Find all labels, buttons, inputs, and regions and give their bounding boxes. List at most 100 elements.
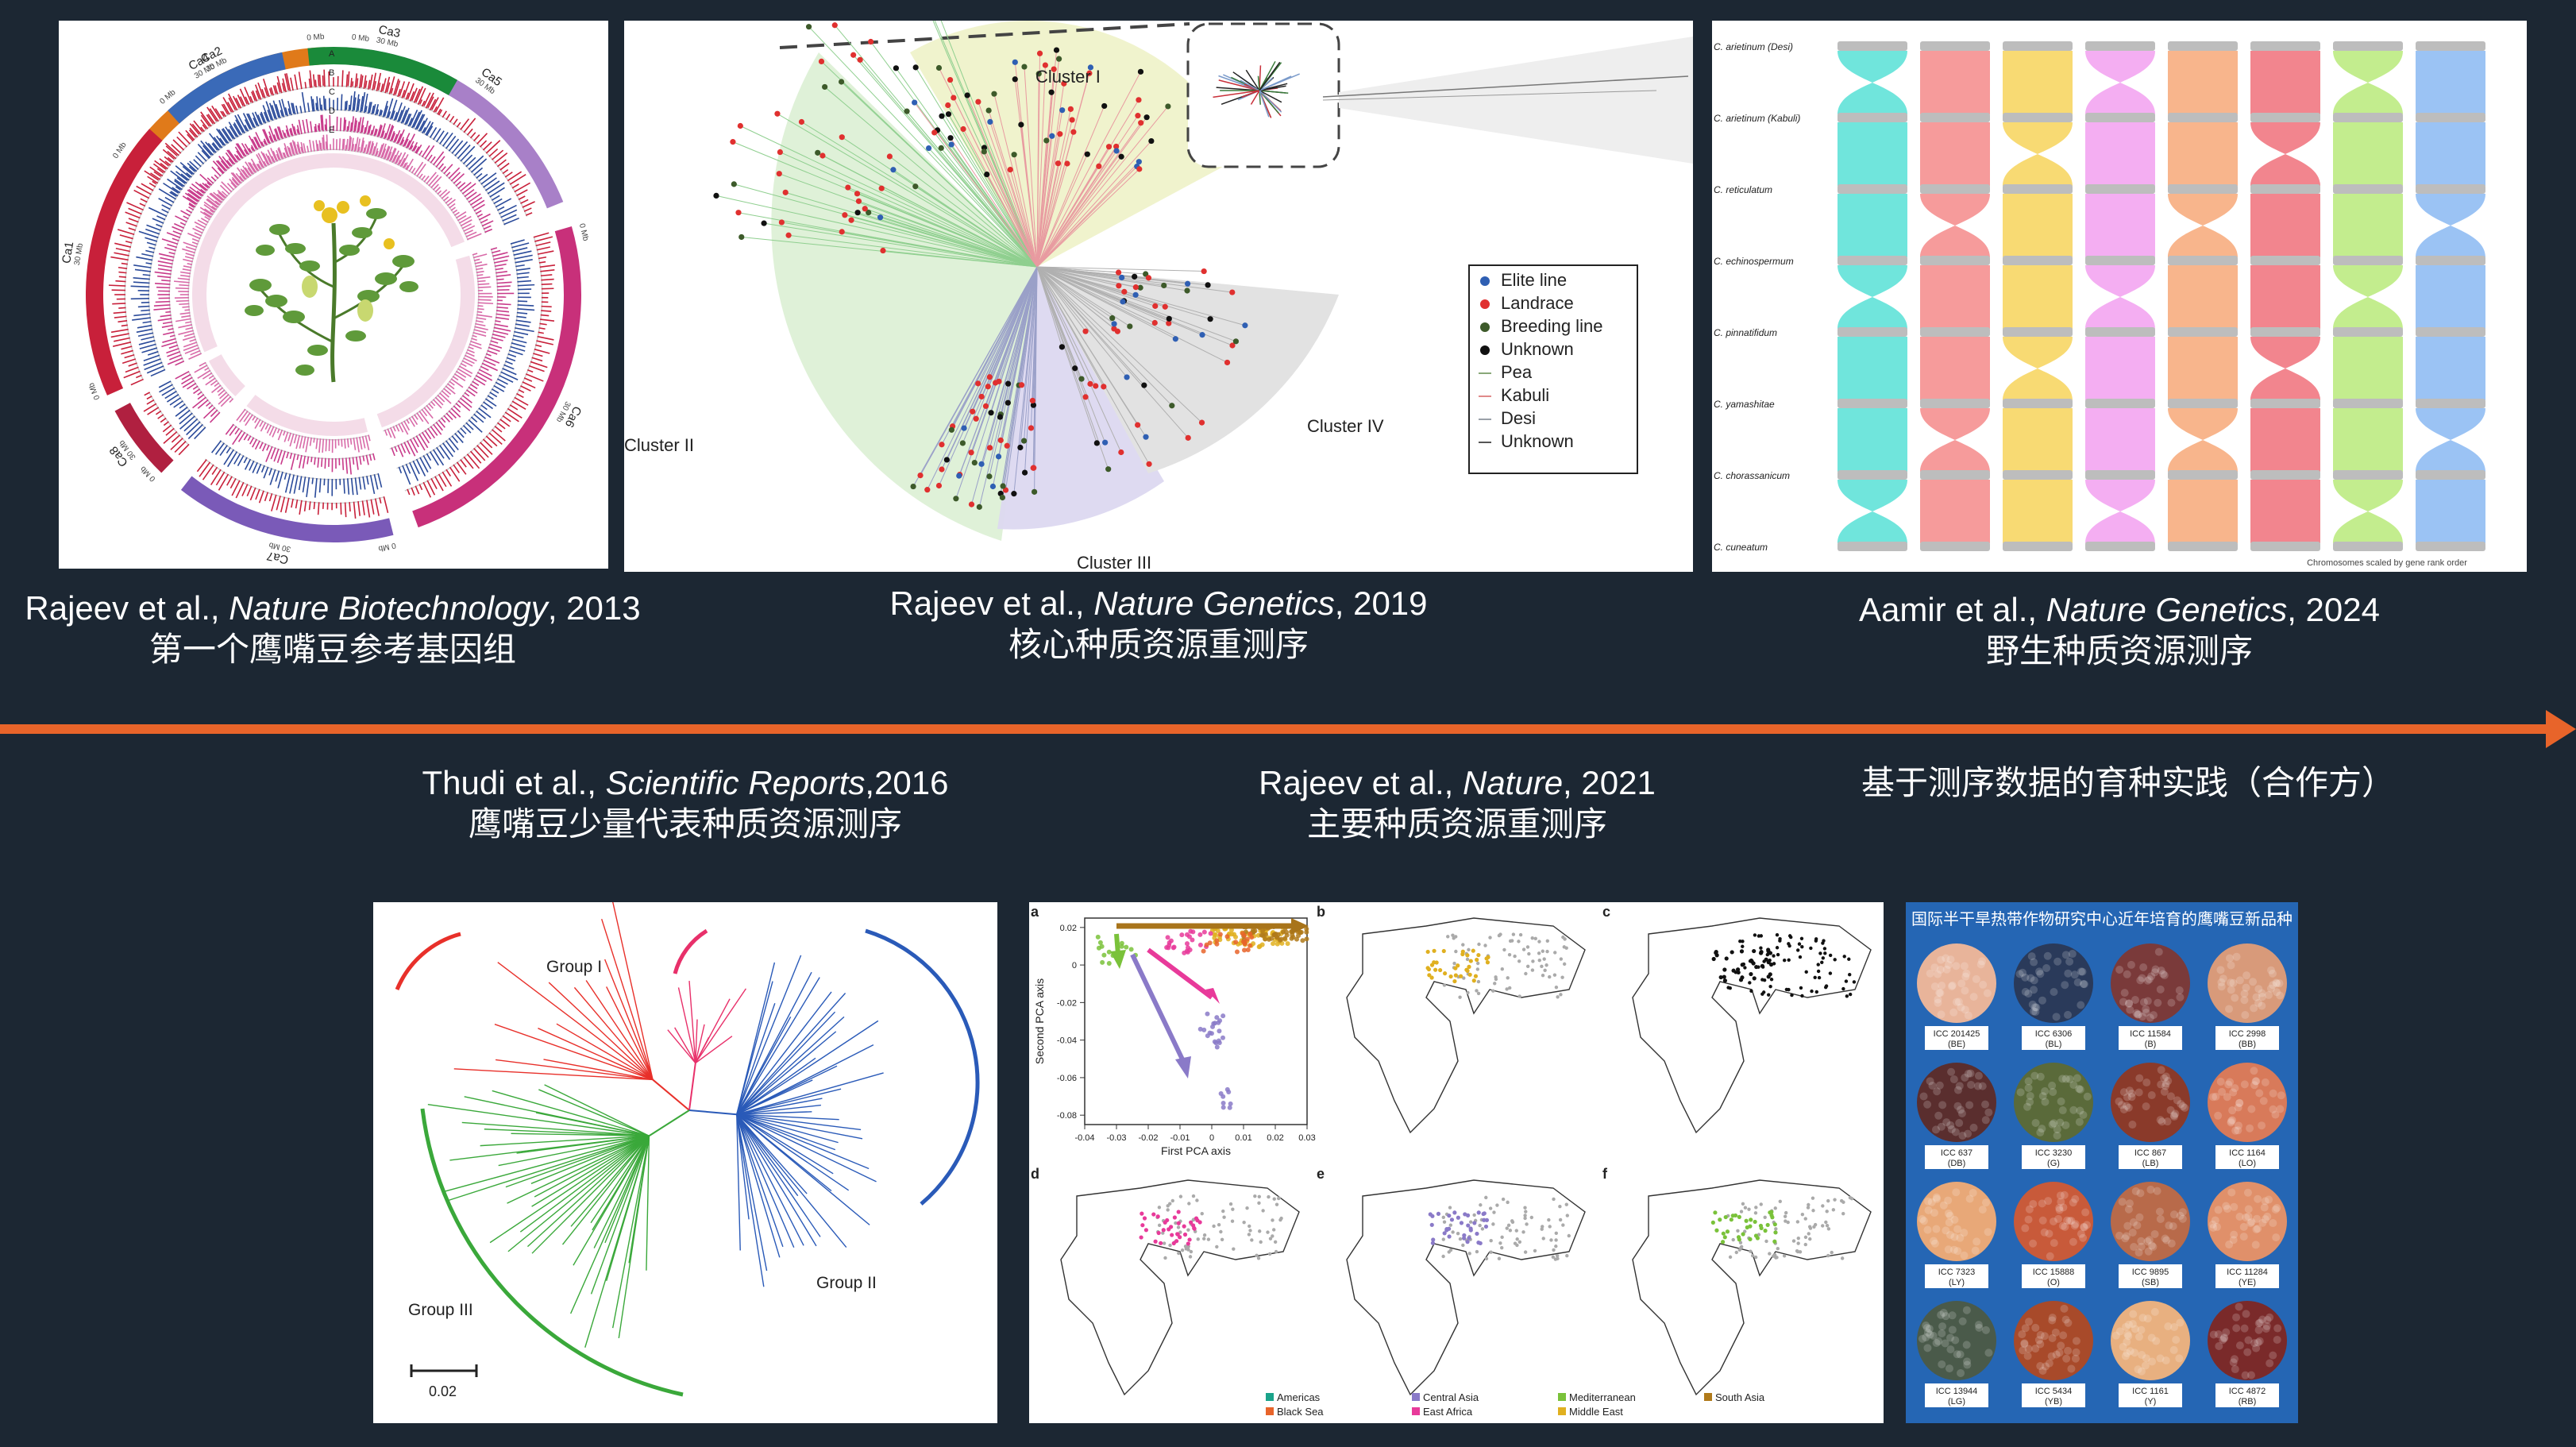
chromosome-bar [1920, 41, 1990, 51]
track-label: C [329, 87, 335, 97]
seed-pile-icon [2111, 1301, 2190, 1380]
tree-tip-dot [1119, 274, 1125, 281]
pca-point [1167, 943, 1172, 948]
map-point [1190, 1223, 1196, 1228]
chromosome-bar [2168, 41, 2238, 51]
map-point [1430, 1241, 1436, 1245]
tree-tip-dot [1143, 114, 1150, 121]
legend-label: East Africa [1423, 1406, 1473, 1418]
map-point [1425, 966, 1430, 970]
synteny-block [2085, 265, 2155, 329]
chromosome-bar [2085, 399, 2155, 408]
synteny-block [2168, 51, 2238, 114]
map-point [1456, 1215, 1460, 1220]
pca-point [1171, 944, 1177, 950]
tree-tip-dot [1005, 380, 1012, 387]
tree-tip-dot [989, 483, 997, 490]
map-point [1714, 951, 1718, 955]
chromosome-bar [2416, 184, 2485, 194]
map-point [1429, 975, 1434, 980]
tree-tip-dot [1057, 131, 1063, 137]
map-point [1189, 1220, 1194, 1225]
tree-tip-dot [890, 167, 897, 173]
tick-label: 0 Mb [377, 541, 396, 553]
tree-tip-dot [917, 472, 924, 479]
synteny-block [1920, 337, 1990, 400]
seed-pile-icon [2111, 943, 2190, 1023]
tree-tip-dot [988, 410, 994, 416]
variety-code: (SB) [2142, 1278, 2159, 1287]
legend-label: Unknown [1501, 339, 1574, 359]
legend-marker [1480, 276, 1490, 286]
chromosome-bar [2333, 542, 2403, 551]
tree-tip-dot [854, 210, 861, 216]
chromosome-bar [1838, 399, 1907, 408]
map-point [1468, 959, 1473, 963]
map-point [1476, 1241, 1481, 1245]
variety-name: ICC 11284 [2227, 1268, 2268, 1277]
tree-tip-dot [1051, 66, 1057, 72]
seed-pile-icon [1917, 1063, 1996, 1142]
pca-point [1119, 943, 1124, 949]
pca-xlabel: First PCA axis [1161, 1144, 1231, 1157]
map-point [1722, 974, 1726, 979]
pca-xtick: -0.03 [1106, 1133, 1126, 1143]
map-point [1752, 948, 1757, 954]
tree-tip-dot [1021, 64, 1028, 70]
variety-name: ICC 11584 [2130, 1029, 2171, 1039]
synteny-block [2416, 265, 2485, 329]
variety-name: ICC 1161 [2132, 1387, 2169, 1396]
variety-code: (RB) [2239, 1397, 2257, 1406]
synteny-block [2250, 337, 2320, 400]
phylogeny-2016-figure: Group I Group II Group III 0.02 [373, 902, 997, 1423]
tree-tip-dot [959, 440, 966, 446]
chromosome-bar [2333, 184, 2403, 194]
map-point [1467, 1236, 1471, 1241]
tree-tip-dot [1143, 434, 1149, 440]
phylogeny-2019-figure: Cluster I Cluster II Cluster III Cluster… [624, 21, 1693, 572]
tree-tip-dot [939, 466, 945, 473]
variety-label-box [2215, 1264, 2279, 1288]
map-point [1473, 974, 1479, 978]
variety-label-box [2022, 1264, 2085, 1288]
tree-tip-dot [984, 172, 990, 178]
seed-pile-icon [2208, 1063, 2287, 1142]
map-point [1194, 1216, 1199, 1221]
pca-point [1221, 1013, 1226, 1019]
tree-tip-dot [1136, 97, 1142, 103]
tree-tip-dot [1116, 283, 1122, 289]
synteny-block [2003, 265, 2073, 329]
tree-tip-dot [713, 192, 719, 199]
tree-tip-dot [956, 473, 962, 479]
map-point [1753, 1219, 1757, 1225]
tree-tip-dot [912, 99, 918, 106]
legend-swatch [1558, 1393, 1566, 1401]
map-point [1156, 1230, 1161, 1236]
pca-point [1244, 936, 1250, 942]
caption-subtitle: 鹰嘴豆少量代表种质资源测序 [468, 805, 902, 843]
chromosome-bar [1920, 113, 1990, 122]
tree-tip-dot [1082, 328, 1089, 334]
map-point [1725, 1229, 1730, 1234]
synteny-block [2085, 122, 2155, 186]
tree-tip-dot [1101, 102, 1108, 110]
varieties-poster: 国际半干旱热带作物研究中心近年培育的鹰嘴豆新品种 ICC 201425(BE)I… [1906, 902, 2298, 1423]
tree-tip-dot [774, 110, 781, 117]
tree-tip-dot [839, 229, 845, 235]
tree-tip-dot [935, 64, 943, 71]
synteny-block [1838, 480, 1907, 543]
pca-point [1275, 941, 1280, 947]
pca-point [1101, 952, 1107, 958]
tree-tip-dot [968, 501, 975, 507]
tree-tip-dot [862, 206, 868, 212]
pca-point [1216, 1020, 1221, 1025]
tree-tip-dot [1029, 397, 1035, 404]
pca-point [1106, 961, 1112, 967]
caption-2016: Thudi et al., Scientific Reports,2016 鹰嘴… [353, 762, 1018, 845]
map-point [1766, 974, 1771, 979]
pca-point [1209, 1031, 1214, 1036]
map-point [1721, 1231, 1726, 1236]
chromosome-bar [2003, 256, 2073, 265]
synteny-block [2250, 122, 2320, 186]
seed-pile-icon [2208, 943, 2287, 1023]
